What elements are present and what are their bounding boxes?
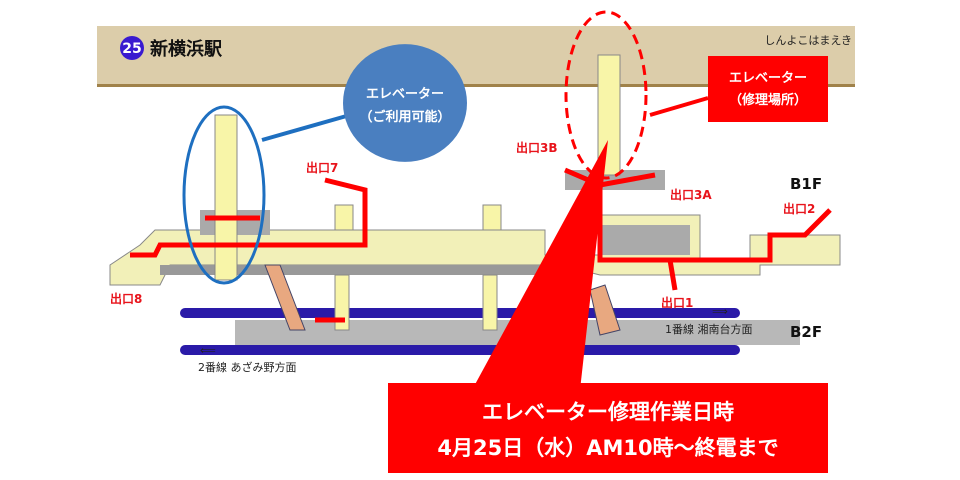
schedule-callout-box — [388, 383, 828, 473]
pillar — [334, 274, 350, 331]
repair-callout-line1: エレベーター — [729, 71, 807, 86]
schedule-callout-title: エレベーター修理作業日時 — [482, 400, 734, 424]
route-exit2 — [597, 190, 832, 263]
pillar — [482, 204, 502, 231]
pillar — [334, 204, 354, 231]
repair-callout-pointer — [649, 96, 709, 117]
track-1-line — [180, 308, 740, 318]
floor-b1f: B1F — [790, 175, 822, 193]
exit-3a-label: 出口3A — [670, 187, 712, 202]
exit-1-label: 出口1 — [661, 295, 693, 310]
exit-8-label: 出口8 — [110, 291, 142, 306]
available-callout-pointer — [261, 113, 351, 142]
escalator-right — [589, 284, 621, 336]
elevator-repair-shaft — [597, 54, 621, 176]
floor-b2f: B2F — [790, 323, 822, 341]
repair-elevator-highlight — [564, 10, 648, 180]
header-divider — [97, 84, 855, 87]
track-2-direction: 2番線 あざみ野方面 — [198, 360, 297, 374]
pillar — [482, 274, 498, 331]
schedule-callout-pointer — [472, 140, 608, 390]
station-reading: しんよこはまえき — [764, 34, 852, 47]
track-2-arrow: ⟸ — [200, 344, 216, 357]
repair-callout-line2: （修理場所） — [729, 92, 807, 108]
line-number: 25 — [122, 41, 141, 57]
track-1-arrow: ⟹ — [712, 305, 728, 318]
track-1-direction: 1番線 湘南台方面 — [665, 322, 753, 336]
available-elevator-highlight — [182, 105, 266, 285]
escalator-left — [264, 264, 306, 331]
line-number-badge — [120, 36, 144, 60]
exit-7-label: 出口7 — [306, 160, 338, 175]
route-exit1 — [667, 259, 678, 291]
stair-area-1 — [600, 225, 690, 255]
track-2-line — [180, 345, 740, 355]
exit-3b-label: 出口3B — [516, 140, 558, 155]
available-callout-line2: （ご利用可能） — [359, 109, 450, 125]
route-exit7-8 — [130, 177, 368, 258]
schedule-callout-datetime: 4月25日（水）AM10時～終電まで — [437, 436, 778, 460]
concourse-edge — [160, 265, 560, 275]
station-name: 新横浜駅 — [150, 38, 223, 60]
available-callout-bubble — [343, 44, 467, 162]
repair-callout-box — [708, 56, 828, 122]
elevator-available-shaft — [214, 114, 238, 281]
available-callout-line1: エレベーター — [366, 87, 444, 102]
exit-2-label: 出口2 — [783, 201, 815, 216]
